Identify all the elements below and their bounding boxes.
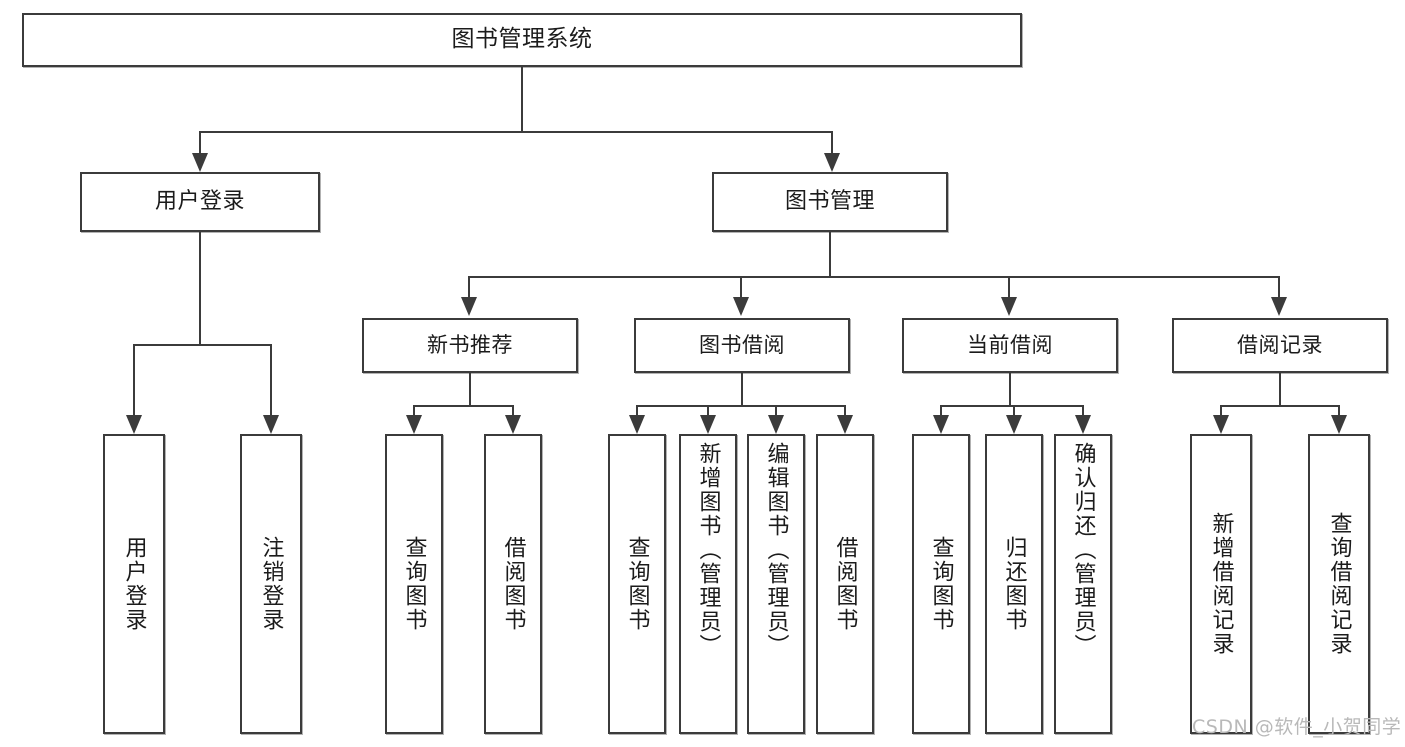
- connector-bm-to-record: [1278, 276, 1280, 297]
- connector-currentborrow-stem: [1009, 373, 1011, 405]
- arrow-borrowrecord-to-leaf-1: [1213, 415, 1229, 434]
- node-label: 当前借阅: [967, 333, 1053, 358]
- node-book-management[interactable]: 图书管理: [712, 172, 948, 232]
- connector-bookborrow-bus: [636, 405, 845, 407]
- connector-root-bus: [199, 131, 833, 133]
- node-label: 新书推荐: [427, 333, 513, 358]
- node-label: 借阅记录: [1237, 333, 1323, 358]
- node-borrow-record[interactable]: 借阅记录: [1172, 318, 1388, 373]
- node-book-borrow[interactable]: 图书借阅: [634, 318, 850, 373]
- connector-borrowrecord-to-leaf-1: [1220, 405, 1222, 415]
- connector-borrowrecord-stem: [1279, 373, 1281, 405]
- connector-bm-to-current: [1008, 276, 1010, 297]
- connector-bookborrow-stem: [741, 373, 743, 405]
- node-label: 确认归还（管理员）: [1070, 442, 1096, 658]
- arrow-currentborrow-to-leaf-3: [1075, 415, 1091, 434]
- connector-recommend-to-leaf-2: [512, 405, 514, 415]
- node-new-book-recommend[interactable]: 新书推荐: [362, 318, 578, 373]
- connector-book-management-bus: [468, 276, 1280, 278]
- node-label: 借阅图书: [832, 536, 858, 632]
- node-label: 注销登录: [258, 536, 284, 632]
- node-label: 新增图书（管理员）: [695, 442, 721, 658]
- connector-bm-to-borrow: [740, 276, 742, 297]
- arrow-user-login-to-leaf-2: [263, 415, 279, 434]
- node-label: 查询图书: [928, 536, 954, 632]
- arrow-user-login-to-leaf-1: [126, 415, 142, 434]
- connector-currentborrow-bus: [940, 405, 1083, 407]
- arrow-bookborrow-to-leaf-1: [629, 415, 645, 434]
- arrow-bm-to-record: [1271, 297, 1287, 316]
- connector-book-management-stem: [829, 232, 831, 276]
- connector-user-login-to-leaf-1: [133, 344, 135, 415]
- node-label: 查询图书: [624, 536, 650, 632]
- arrow-recommend-to-leaf-2: [505, 415, 521, 434]
- node-leaf-add-book-admin[interactable]: 新增图书（管理员）: [679, 434, 737, 734]
- arrow-currentborrow-to-leaf-2: [1006, 415, 1022, 434]
- node-leaf-query-book-borrow[interactable]: 查询图书: [608, 434, 666, 734]
- node-leaf-borrow-book-recommend[interactable]: 借阅图书: [484, 434, 542, 734]
- node-leaf-borrow-book[interactable]: 借阅图书: [816, 434, 874, 734]
- node-label: 新增借阅记录: [1208, 512, 1234, 656]
- arrow-bookborrow-to-leaf-3: [768, 415, 784, 434]
- connector-currentborrow-to-leaf-1: [940, 405, 942, 415]
- connector-borrowrecord-to-leaf-2: [1338, 405, 1340, 415]
- connector-root-stem: [521, 67, 523, 131]
- node-leaf-confirm-return-admin[interactable]: 确认归还（管理员）: [1054, 434, 1112, 734]
- node-label: 图书管理: [784, 189, 875, 215]
- node-user-login[interactable]: 用户登录: [80, 172, 320, 232]
- node-leaf-query-book-recommend[interactable]: 查询图书: [385, 434, 443, 734]
- arrow-bm-to-borrow: [733, 297, 749, 316]
- arrow-currentborrow-to-leaf-1: [933, 415, 949, 434]
- connector-bookborrow-to-leaf-3: [775, 405, 777, 415]
- connector-currentborrow-to-leaf-2: [1013, 405, 1015, 415]
- connector-root-to-book-management: [831, 131, 833, 153]
- csdn-watermark: CSDN @软件_小贺同学: [1192, 716, 1402, 738]
- arrow-bm-to-recommend: [461, 297, 477, 316]
- node-label: 编辑图书（管理员）: [763, 442, 789, 658]
- arrow-bookborrow-to-leaf-2: [700, 415, 716, 434]
- node-root-book-management-system[interactable]: 图书管理系统: [22, 13, 1022, 67]
- node-leaf-query-book-current[interactable]: 查询图书: [912, 434, 970, 734]
- node-label: 图书管理系统: [451, 26, 593, 53]
- node-label: 借阅图书: [500, 536, 526, 632]
- connector-bm-to-recommend: [468, 276, 470, 297]
- connector-bookborrow-to-leaf-1: [636, 405, 638, 415]
- node-leaf-edit-book-admin[interactable]: 编辑图书（管理员）: [747, 434, 805, 734]
- connector-recommend-to-leaf-1: [413, 405, 415, 415]
- connector-recommend-bus: [413, 405, 513, 407]
- node-label: 查询借阅记录: [1326, 512, 1352, 656]
- connector-user-login-stem: [199, 232, 201, 344]
- node-leaf-user-login[interactable]: 用户登录: [103, 434, 165, 734]
- node-leaf-add-borrow-record[interactable]: 新增借阅记录: [1190, 434, 1252, 734]
- arrow-bm-to-current: [1001, 297, 1017, 316]
- connector-borrowrecord-bus: [1220, 405, 1339, 407]
- node-label: 图书借阅: [699, 333, 785, 358]
- arrow-root-to-user-login: [192, 153, 208, 172]
- connector-bookborrow-to-leaf-2: [707, 405, 709, 415]
- node-leaf-query-borrow-record[interactable]: 查询借阅记录: [1308, 434, 1370, 734]
- node-label: 用户登录: [121, 536, 147, 632]
- node-label: 归还图书: [1001, 536, 1027, 632]
- connector-bookborrow-to-leaf-4: [844, 405, 846, 415]
- node-leaf-return-book[interactable]: 归还图书: [985, 434, 1043, 734]
- arrow-root-to-book-management: [824, 153, 840, 172]
- arrow-recommend-to-leaf-1: [406, 415, 422, 434]
- connector-recommend-stem: [469, 373, 471, 405]
- connector-user-login-to-leaf-2: [270, 344, 272, 415]
- arrow-borrowrecord-to-leaf-2: [1331, 415, 1347, 434]
- node-leaf-logout-login[interactable]: 注销登录: [240, 434, 302, 734]
- connector-user-login-bus: [133, 344, 271, 346]
- node-label: 用户登录: [154, 189, 245, 215]
- arrow-bookborrow-to-leaf-4: [837, 415, 853, 434]
- connector-currentborrow-to-leaf-3: [1082, 405, 1084, 415]
- node-current-borrow[interactable]: 当前借阅: [902, 318, 1118, 373]
- connector-root-to-user-login: [199, 131, 201, 153]
- node-label: 查询图书: [401, 536, 427, 632]
